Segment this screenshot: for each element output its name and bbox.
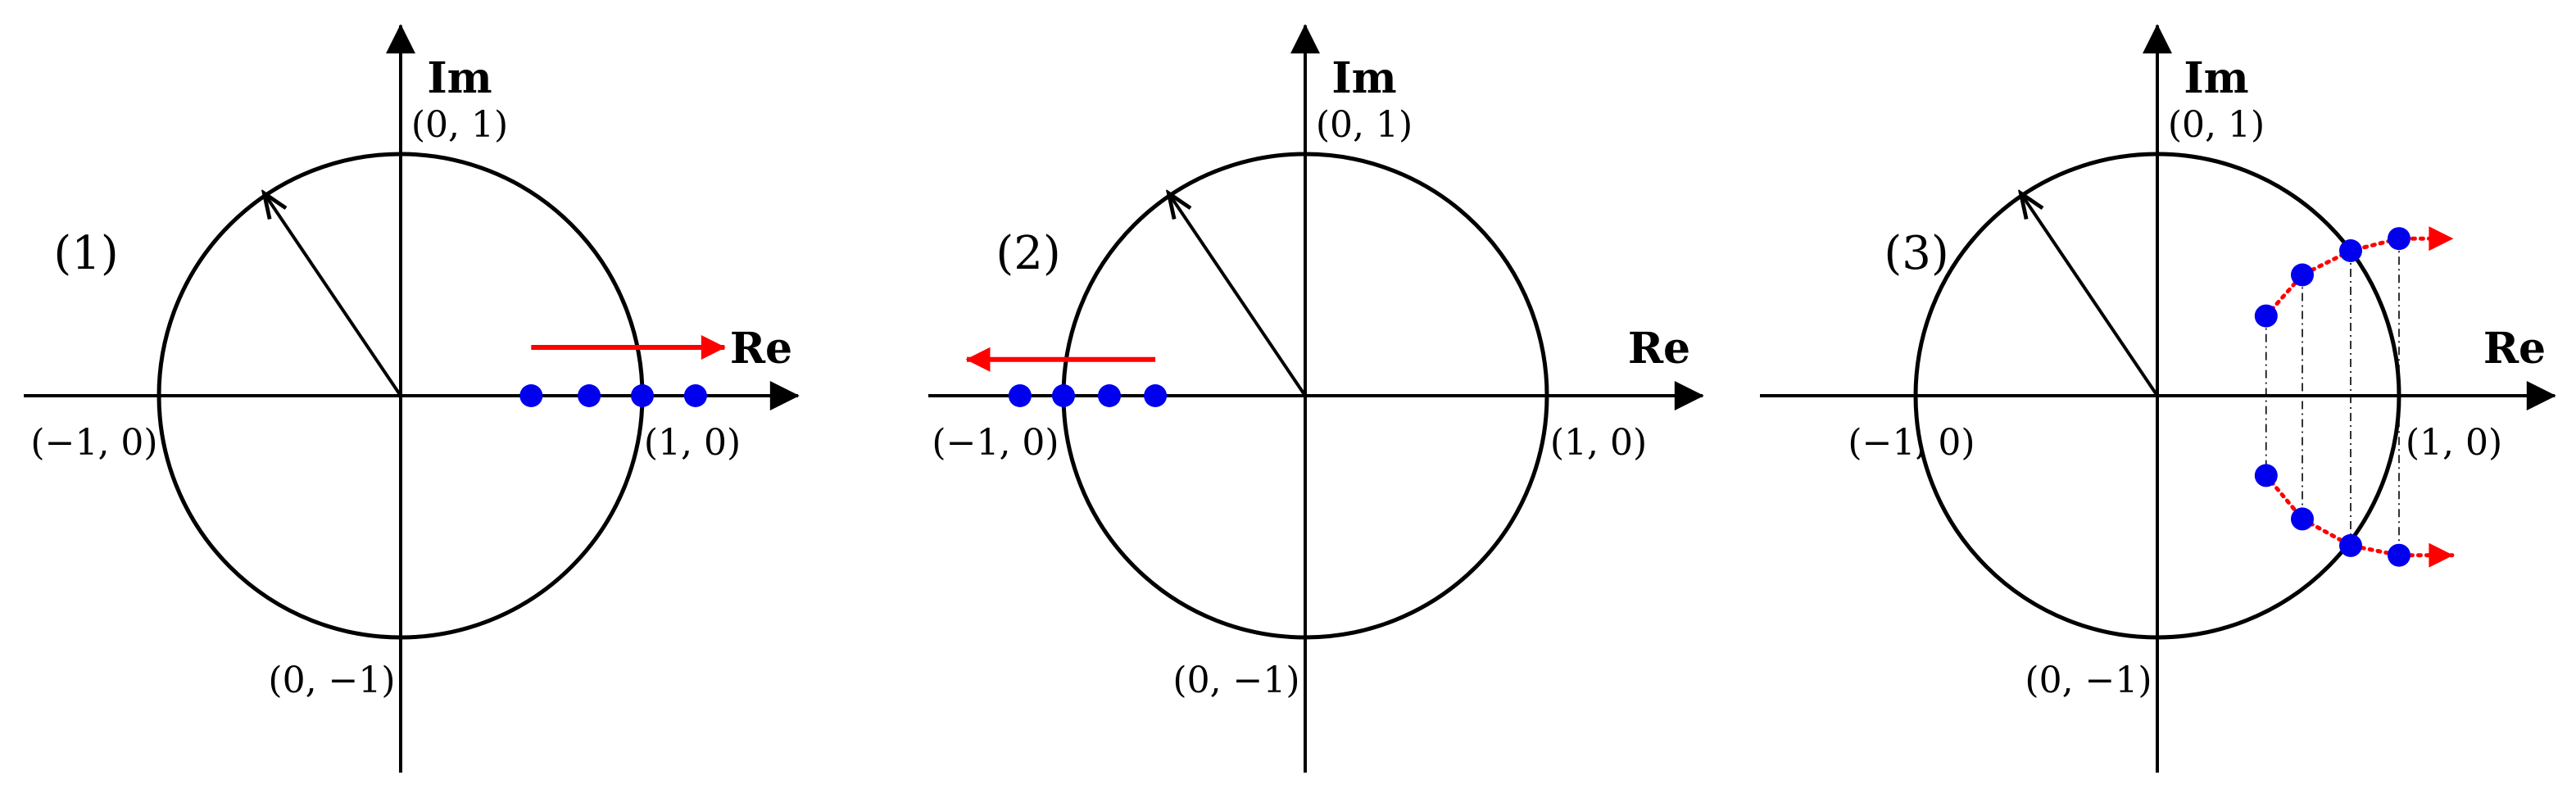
trail-lower bbox=[2264, 473, 2455, 568]
coord-pos-im: (0, 1) bbox=[1316, 104, 1413, 146]
data-point bbox=[2388, 227, 2410, 251]
panel-3: (3) Im Re (0, 1) (0, −1) (1, 0) (−1, 0) bbox=[1760, 24, 2556, 773]
coord-pos-re: (1, 0) bbox=[2406, 422, 2502, 464]
panel-1: (1) Im Re (0, 1) (0, −1) (1, 0) (−1, 0) bbox=[24, 24, 800, 773]
coord-neg-re: (−1, 0) bbox=[1848, 422, 1975, 464]
re-axis-label: Re bbox=[730, 324, 792, 374]
im-axis-label: Im bbox=[2184, 53, 2248, 103]
data-point bbox=[2339, 533, 2362, 557]
radius-vector bbox=[265, 195, 402, 397]
data-point bbox=[2291, 263, 2314, 287]
data-point bbox=[2291, 507, 2314, 531]
radius-vector bbox=[1170, 195, 1307, 397]
data-point bbox=[2254, 464, 2278, 487]
coord-pos-re: (1, 0) bbox=[1550, 422, 1647, 464]
data-point bbox=[683, 384, 707, 407]
data-point bbox=[519, 384, 543, 407]
re-axis-label: Re bbox=[1628, 324, 1690, 374]
data-point bbox=[578, 384, 601, 407]
coord-neg-im: (0, −1) bbox=[2025, 660, 2152, 701]
radius-vector bbox=[2022, 195, 2159, 397]
re-axis-label: Re bbox=[2483, 324, 2546, 374]
im-axis-label: Im bbox=[1331, 53, 1396, 103]
coord-neg-im: (0, −1) bbox=[268, 660, 395, 701]
data-point bbox=[1144, 384, 1168, 407]
panel-2: (2) Im Re (0, 1) (0, −1) (1, 0) (−1, 0) bbox=[928, 24, 1704, 773]
im-axis-label: Im bbox=[427, 53, 492, 103]
coord-pos-re: (1, 0) bbox=[644, 422, 741, 464]
data-point bbox=[2254, 304, 2278, 328]
coord-pos-im: (0, 1) bbox=[411, 104, 508, 146]
coord-neg-re: (−1, 0) bbox=[30, 422, 157, 464]
data-point bbox=[1052, 384, 1075, 407]
data-point bbox=[1008, 384, 1032, 407]
coord-neg-re: (−1, 0) bbox=[932, 422, 1059, 464]
coord-neg-im: (0, −1) bbox=[1172, 660, 1299, 701]
data-point bbox=[2339, 239, 2362, 262]
data-point bbox=[2388, 543, 2410, 567]
coord-pos-im: (0, 1) bbox=[2168, 104, 2265, 146]
panel-label: (2) bbox=[995, 227, 1060, 280]
panel-label: (1) bbox=[53, 227, 118, 280]
data-point bbox=[631, 384, 654, 407]
panel-label: (3) bbox=[1884, 227, 1948, 280]
data-point bbox=[1098, 384, 1121, 407]
